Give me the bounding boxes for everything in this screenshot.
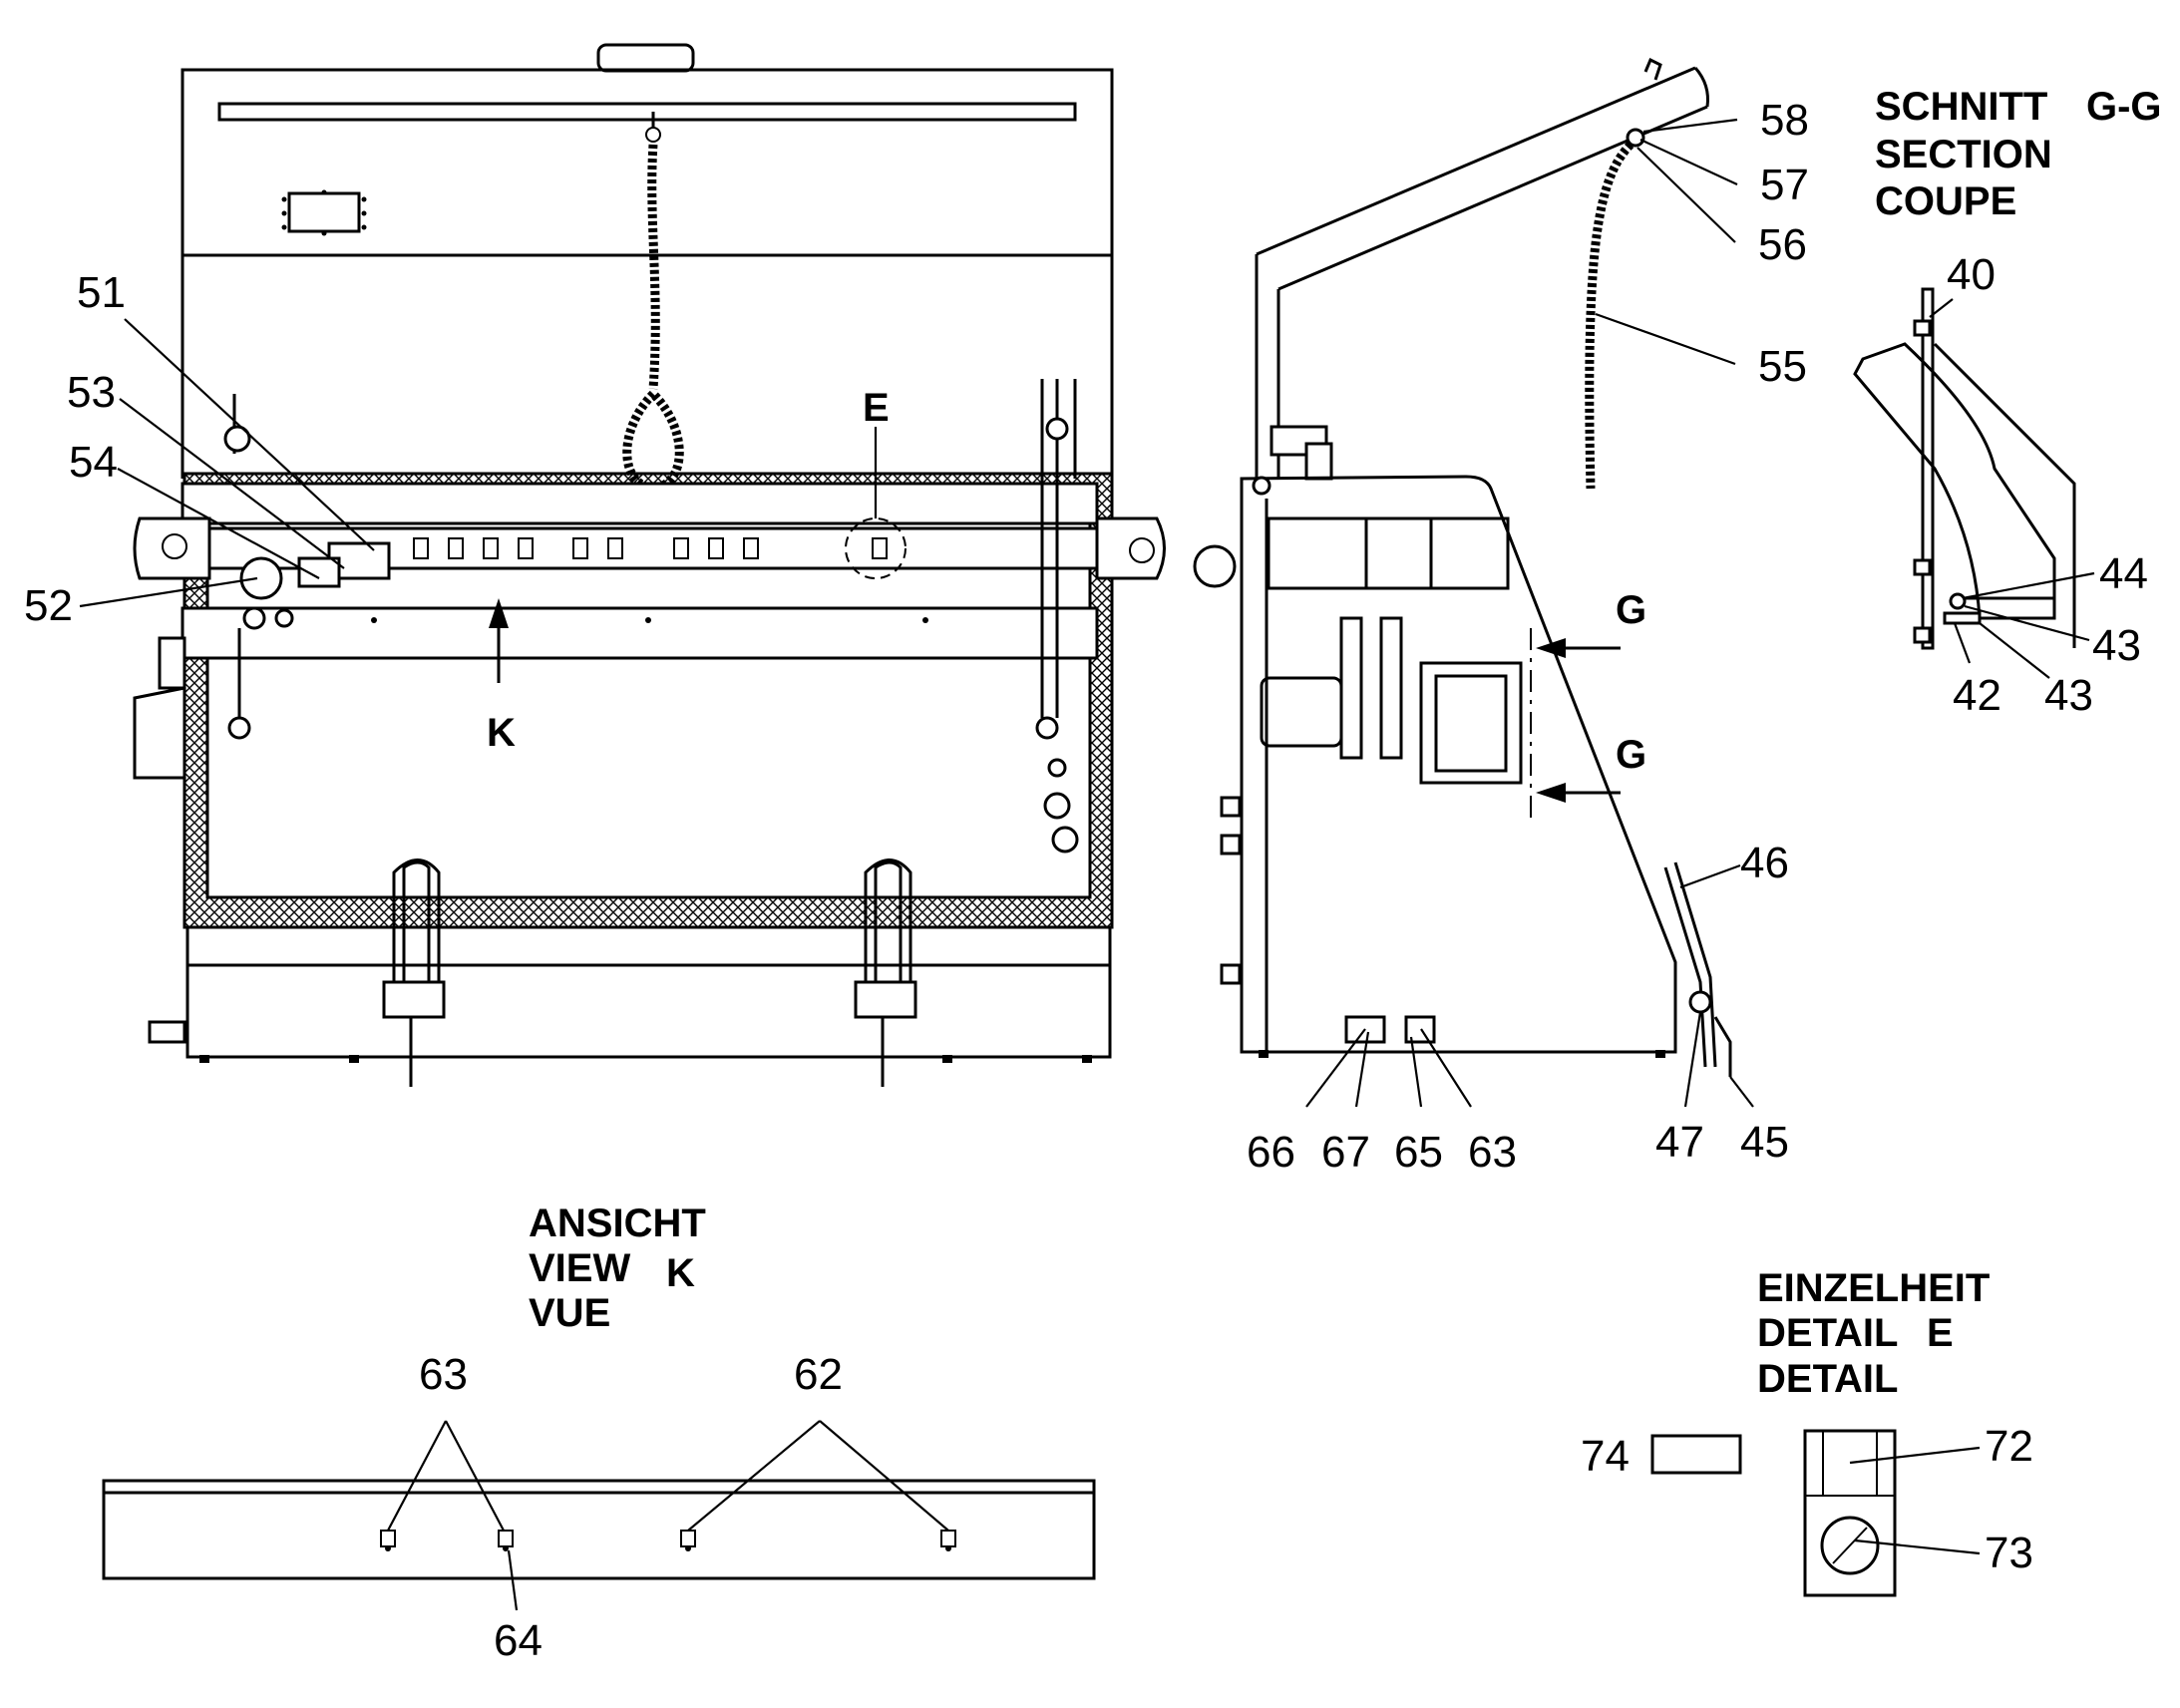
view-title-k: K bbox=[666, 1251, 695, 1295]
callout-63-viewk: 63 bbox=[419, 1350, 468, 1399]
callout-40: 40 bbox=[1947, 250, 1996, 299]
callout-46: 46 bbox=[1740, 839, 1789, 887]
section-title-section: SECTION bbox=[1875, 133, 2052, 176]
callout-47: 47 bbox=[1655, 1118, 1704, 1167]
callout-54: 54 bbox=[69, 438, 118, 487]
front-view: 51 53 54 52 E K bbox=[24, 43, 1166, 1087]
callout-65: 65 bbox=[1394, 1128, 1443, 1177]
callout-55: 55 bbox=[1758, 342, 1807, 391]
callout-72: 72 bbox=[1985, 1422, 2033, 1471]
callout-53: 53 bbox=[67, 368, 116, 417]
callout-43-upper: 43 bbox=[2092, 621, 2141, 670]
callout-73: 73 bbox=[1985, 1529, 2033, 1577]
section-mark-g-top: G bbox=[1616, 588, 1646, 632]
callout-52: 52 bbox=[24, 581, 73, 630]
callout-57: 57 bbox=[1760, 161, 1809, 209]
section-title-schnitt: SCHNITT bbox=[1875, 85, 2047, 129]
view-title-vue: VUE bbox=[529, 1291, 610, 1335]
callout-e: E bbox=[863, 386, 890, 430]
detail-e: EINZELHEIT DETAIL E DETAIL 74 72 73 bbox=[1581, 1266, 2033, 1597]
detail-title-detail: DETAIL bbox=[1757, 1311, 1898, 1355]
section-g-g: SCHNITT G-G SECTION COUPE 40 44 43 42 43 bbox=[1853, 85, 2162, 720]
detail-title-einzelheit: EINZELHEIT bbox=[1757, 1266, 1990, 1310]
callout-44: 44 bbox=[2099, 549, 2148, 598]
view-title-ansicht: ANSICHT bbox=[529, 1201, 706, 1245]
section-title-coupe: COUPE bbox=[1875, 179, 2016, 223]
callout-k: K bbox=[487, 711, 516, 755]
section-title-gg: G-G bbox=[2086, 85, 2162, 129]
view-title-view: VIEW bbox=[529, 1246, 630, 1290]
callout-51: 51 bbox=[77, 268, 126, 317]
callout-45: 45 bbox=[1740, 1118, 1789, 1167]
callout-42: 42 bbox=[1953, 671, 2001, 720]
view-k: ANSICHT VIEW K VUE 63 62 64 bbox=[102, 1201, 1096, 1665]
section-mark-g-bottom: G bbox=[1616, 733, 1646, 777]
callout-74: 74 bbox=[1581, 1432, 1630, 1481]
detail-title-detail-fr: DETAIL bbox=[1757, 1357, 1898, 1401]
side-view: 58 57 56 55 G G 46 47 45 66 67 65 63 bbox=[1193, 57, 1809, 1177]
callout-64: 64 bbox=[494, 1616, 543, 1665]
callout-67: 67 bbox=[1321, 1128, 1370, 1177]
callout-43-lower: 43 bbox=[2044, 671, 2093, 720]
callout-63-side: 63 bbox=[1468, 1128, 1517, 1177]
callout-56: 56 bbox=[1758, 220, 1807, 269]
callout-58: 58 bbox=[1760, 96, 1809, 145]
callout-66: 66 bbox=[1247, 1128, 1295, 1177]
detail-title-e: E bbox=[1927, 1311, 1954, 1355]
callout-62: 62 bbox=[794, 1350, 843, 1399]
coupling-row bbox=[413, 537, 888, 559]
